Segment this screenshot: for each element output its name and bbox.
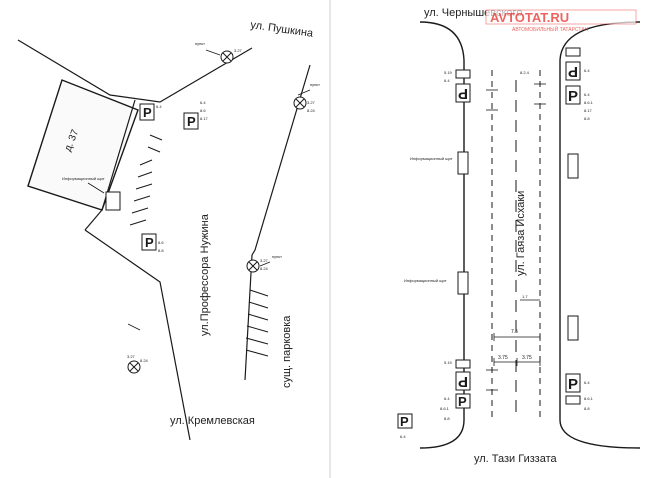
parking-p-icon: P [458,85,468,102]
parking-p-icon: P [458,394,467,409]
left-sign-code: 3.27 [127,354,136,359]
left-sign-code: 3.27 [307,100,316,105]
left-sign-code: 3.27 [260,258,269,263]
no-stop-signs [127,50,307,374]
left-sign-code: 8.8 [158,248,164,253]
parking-p-icon: P [568,376,578,393]
left-sign-code: 8.17 [200,116,209,121]
right-sign-code: 8.8 [444,416,450,421]
right-signs-left [397,69,471,429]
parking-p-icon: P [568,63,578,80]
street-kremlevskaya-label: ул. Кремлевская [170,415,255,427]
right-sign-code: 8.6.1 [440,406,450,411]
left-sign-code: 8.6 [200,108,206,113]
parking-p-icon: P [143,105,152,120]
right-sign-code: 6.4 [444,78,450,83]
left-plan [17,0,331,478]
left-sign-code: 8.24 [307,108,316,113]
right-sign-code: 8.6.1 [584,100,594,105]
right-info-board-label: Информационный щит [404,278,447,283]
watermark: AVTOTAT.RU АВТОМОБИЛЬНЫЙ ТАТАРСТАН [485,9,637,33]
right-plan-labels: ул. Чернышевского ул. Гаяза Исхаки ул. Т… [400,7,594,465]
right-info-board-label: Информационный щит [410,156,453,161]
right-sign-code: 8.17 [584,108,593,113]
right-sign-code: 6.4 [584,92,590,97]
parking-p-glyphs: P P P P P P P P P P [143,63,578,429]
info-board [105,191,121,211]
street-professora-label: ул.Профессора Нужина [199,213,211,336]
dimension-lines [493,299,541,366]
parking-p-icon: P [458,373,468,390]
right-sign-code: 6.4 [400,434,406,439]
existing-parking-stalls [245,289,269,357]
left-sign-code: 3.27 [234,48,243,53]
right-sign-code: 8.6.1 [584,396,594,401]
left-sign-code: 8.6 [158,240,164,245]
parking-stalls [129,134,163,226]
left-pointer-label: пункт [195,41,205,46]
left-sign-code: 8.24 [140,358,149,363]
street-pushkina-label: ул. Пушкина [250,19,315,40]
left-sign-code: 6.4 [156,104,162,109]
left-info-board-label: Информационный щит [62,176,105,181]
building-outline [27,79,139,211]
parking-p-icon: P [400,414,409,429]
right-sign-code: 8.8 [584,116,590,121]
dim-total: 7.5 [511,329,518,335]
parking-sign-1 [139,103,199,251]
right-plan [397,21,641,449]
parking-p-icon: P [187,114,196,129]
right-sign-code: 8.8 [584,406,590,411]
right-sign-code: 6.4 [584,68,590,73]
dim-lane-left: 3.75 [498,355,508,361]
left-sign-code: 6.4 [200,100,206,105]
parking-p-icon: P [568,88,578,105]
arrows [87,49,311,331]
curb-left-lower [84,99,136,231]
watermark-tagline: АВТОМОБИЛЬНЫЙ ТАТАРСТАН [512,25,589,33]
right-sign-code: 5.19 [444,70,453,75]
right-signs-right [565,47,581,405]
left-sign-code: 8.24 [260,266,269,271]
curb-right [244,64,311,381]
right-sign-code: 5.19 [444,360,453,365]
right-sign-code: 6.4 [444,396,450,401]
dim-small: 1.7 [522,294,528,299]
curb-west [84,229,191,441]
existing-parking-label: сущ. парковка [281,315,293,388]
curb-left [17,39,253,103]
curb-west-right [419,21,465,449]
right-sign-code: 8.2.4 [520,70,530,75]
street-gazzy-iskhaki-label: ул. Гаяза Исхаки [515,191,527,276]
street-tazi-gizzata-label: ул. Тази Гиззата [474,453,557,465]
left-pointer-label: пункт [272,254,282,259]
left-pointer-label: пункт [310,82,320,87]
curb-east-right [559,21,641,449]
right-sign-code: 6.4 [584,380,590,385]
watermark-brand: AVTOTAT.RU [490,10,569,25]
left-plan-labels: д. 37 ул. Пушкина ул.Профессора Нужина у… [62,19,320,427]
parking-p-icon: P [145,235,154,250]
dim-lane-right: 3.75 [522,355,532,361]
right-stall-ticks [486,83,546,391]
